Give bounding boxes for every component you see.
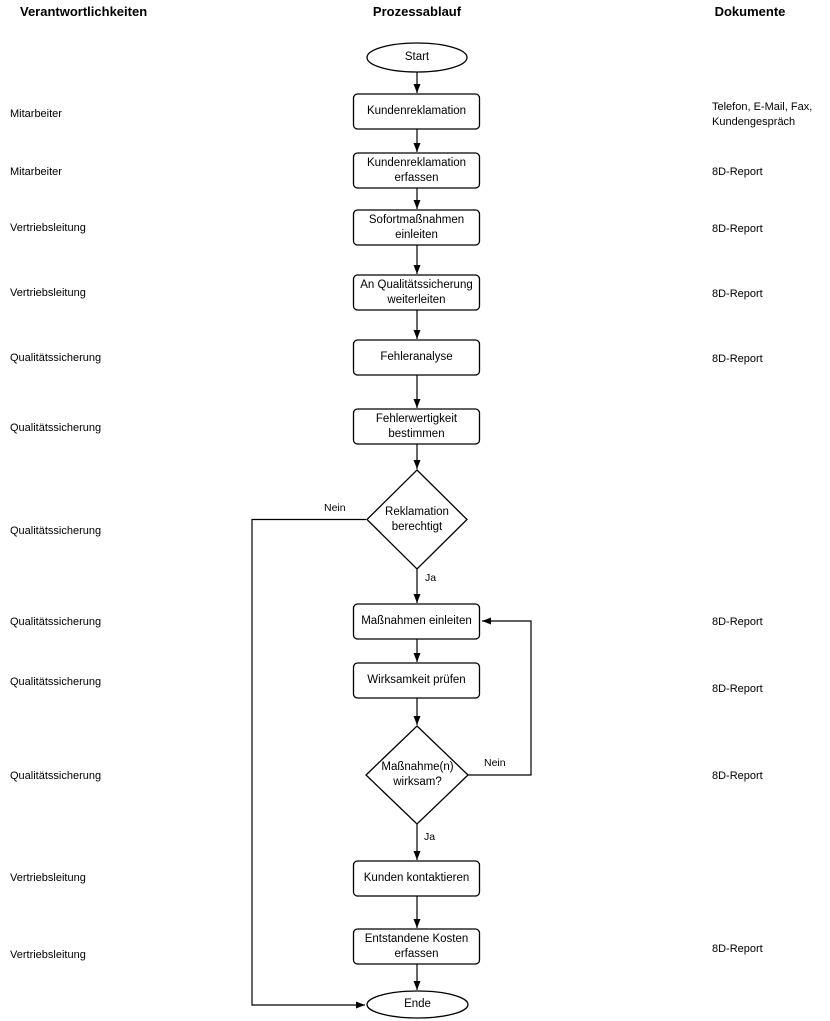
process-wirksamkeit-shape — [352, 662, 481, 699]
responsibility-label: Vertriebsleitung — [10, 287, 86, 299]
responsibility-label: Qualitätssicherung — [10, 525, 102, 537]
document-label: Telefon, E-Mail, Fax, Kundengespräch — [712, 101, 813, 128]
responsibility-label: Qualitätssicherung — [10, 352, 102, 364]
document-label: 8D-Report — [712, 223, 763, 235]
responsibility-label: Qualitätssicherung — [10, 422, 102, 434]
process-weiterleiten-shape — [352, 274, 481, 311]
responsibility-label: Vertriebsleitung — [10, 872, 86, 884]
branch-nein-to-ende-line — [251, 518, 366, 1009]
process-fehleranalyse-shape — [352, 339, 481, 376]
document-label: 8D-Report — [712, 353, 763, 365]
process-massnahmen-shape — [352, 603, 481, 640]
process-erfassen-shape — [352, 152, 481, 189]
process-kundenreklamation-shape — [352, 93, 481, 130]
process-fehlerwertigkeit-shape — [352, 408, 481, 445]
document-label: 8D-Report — [712, 683, 763, 695]
responsibility-label: Mitarbeiter — [10, 108, 62, 120]
document-label: 8D-Report — [712, 288, 763, 300]
column-header-responsibilities: Verantwortlichkeiten — [20, 4, 148, 19]
branch-label-ja-1: Ja — [425, 572, 437, 584]
process-kosten-shape — [352, 928, 481, 965]
document-label: 8D-Report — [712, 770, 763, 782]
branch-label-nein-2: Nein — [484, 757, 506, 769]
branch-label-ja-2: Ja — [424, 831, 436, 843]
column-header-process: Prozessablauf — [372, 4, 462, 19]
terminator-start-shape — [366, 42, 468, 73]
document-label: 8D-Report — [712, 166, 763, 178]
terminator-ende-shape — [366, 990, 469, 1019]
column-header-documents: Dokumente — [714, 4, 786, 19]
responsibility-label: Qualitätssicherung — [10, 616, 102, 628]
responsibility-label: Mitarbeiter — [10, 166, 62, 178]
responsibility-label: Qualitätssicherung — [10, 676, 102, 688]
document-label: 8D-Report — [712, 616, 763, 628]
responsibility-label: Qualitätssicherung — [10, 770, 102, 782]
process-sofortmassnahmen-shape — [352, 209, 481, 246]
branch-nein-to-massnahmen-line — [468, 617, 532, 776]
responsibility-label: Vertriebsleitung — [10, 949, 86, 961]
branch-label-nein-1: Nein — [324, 502, 346, 514]
responsibility-label: Vertriebsleitung — [10, 222, 86, 234]
document-label: 8D-Report — [712, 943, 763, 955]
decision-massnahme-wirksam-shape — [365, 725, 469, 825]
process-kontaktieren-shape — [352, 860, 481, 897]
decision-reklamation-berechtigt-shape — [366, 469, 468, 570]
